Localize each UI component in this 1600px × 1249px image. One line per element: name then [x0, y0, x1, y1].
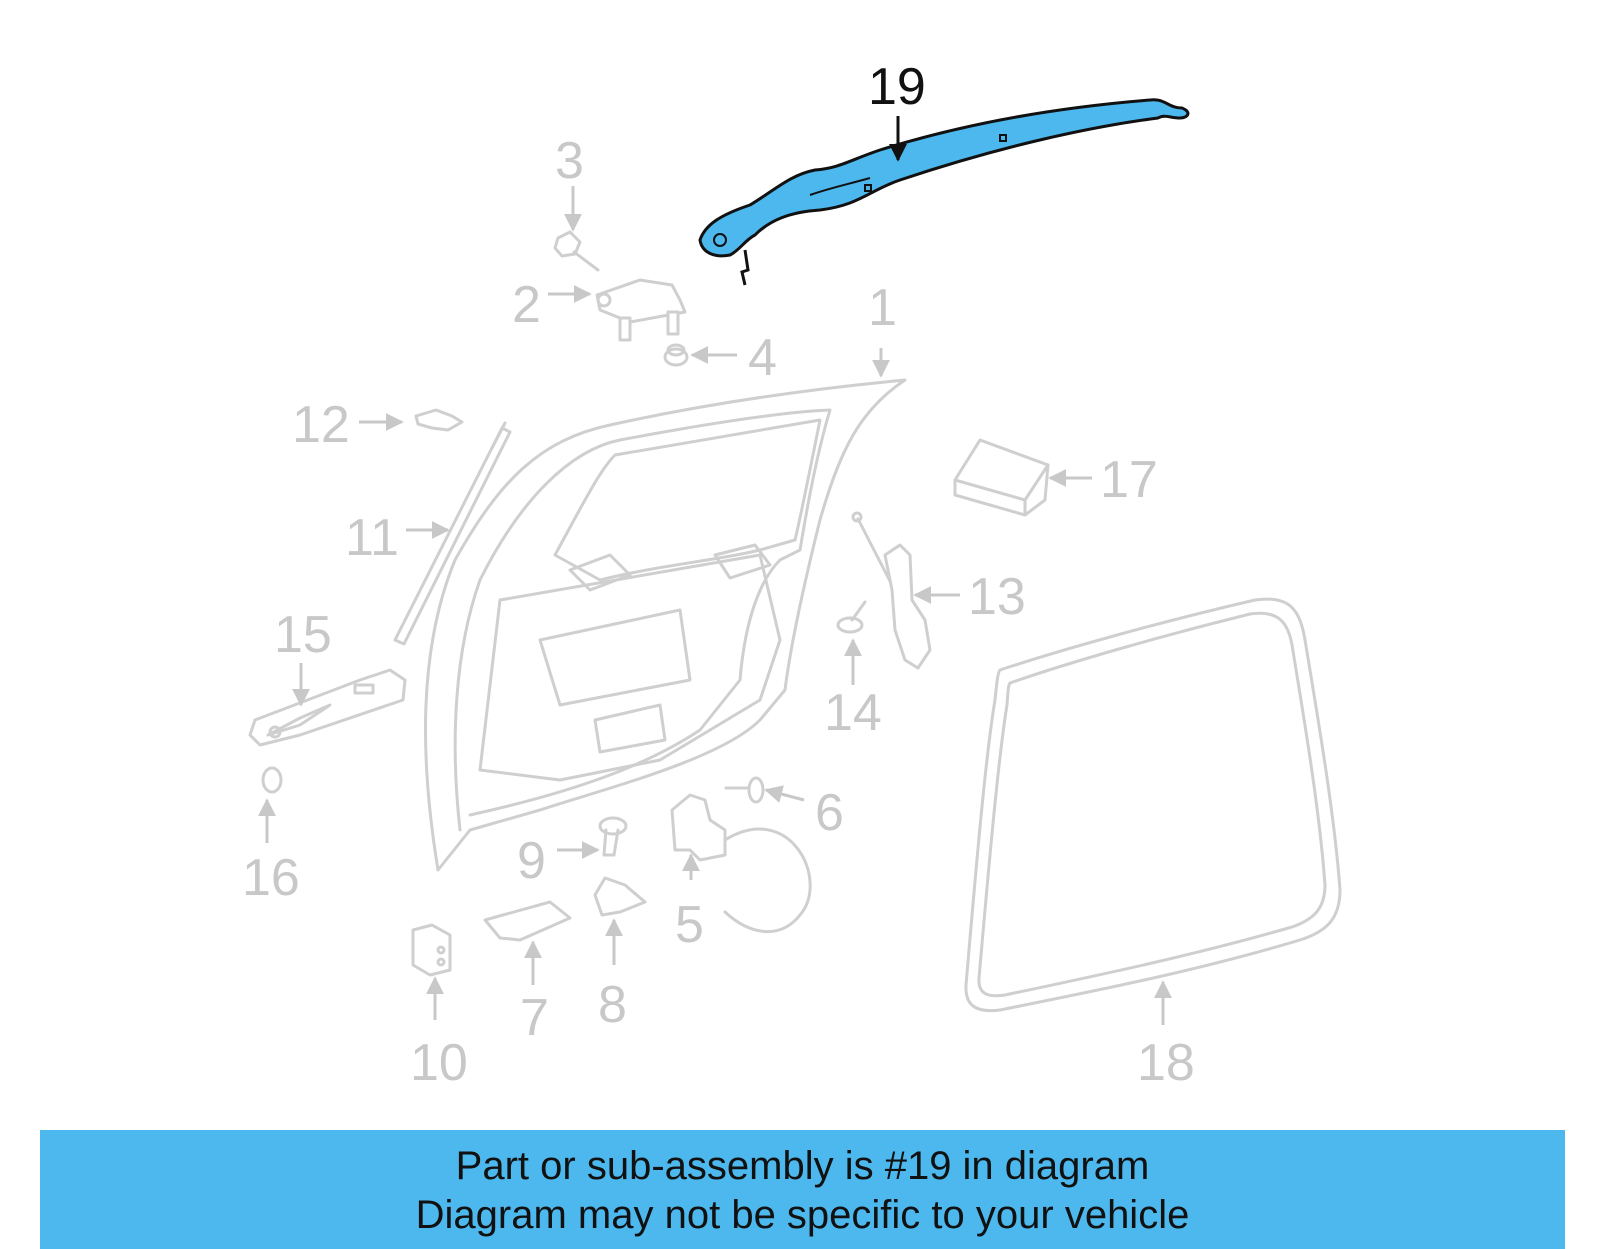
callout-13: 13 [968, 568, 1026, 626]
part-4-nut [663, 343, 689, 367]
part-3-bolt [553, 230, 600, 272]
part-1-back-door [424, 378, 907, 872]
arrow-6 [764, 785, 805, 803]
part-14-pin [836, 600, 867, 634]
part-11-support-strut [393, 421, 512, 646]
leader-arrows [258, 116, 1172, 1025]
callout-17: 17 [1100, 451, 1158, 509]
callout-11: 11 [345, 509, 399, 567]
part-12-ball-stud [414, 408, 464, 432]
part-10-switch [411, 923, 452, 977]
part-17-module [953, 438, 1050, 517]
part-15-handle [248, 668, 407, 747]
part-9-clip [598, 816, 628, 857]
part-18-weatherstrip [964, 597, 1342, 1013]
callout-15: 15 [274, 606, 332, 664]
callout-2: 2 [512, 276, 541, 334]
callout-18: 18 [1137, 1034, 1195, 1092]
part-8-striker [593, 876, 647, 917]
callout-labels: 1 2 3 4 5 6 7 8 9 10 11 12 13 14 15 16 1… [242, 58, 1195, 1092]
part-16-grommet [261, 766, 283, 794]
callout-10: 10 [410, 1034, 468, 1092]
callout-16: 16 [242, 849, 300, 907]
callout-3: 3 [555, 132, 584, 190]
callout-9: 9 [517, 832, 546, 890]
callout-12: 12 [292, 396, 350, 454]
part-13-lock-actuator [851, 511, 932, 670]
callout-7: 7 [520, 989, 549, 1047]
part-7-plate [483, 900, 572, 942]
callout-14: 14 [824, 684, 882, 742]
info-banner: Part or sub-assembly is #19 in diagram D… [40, 1130, 1565, 1249]
callout-4: 4 [748, 329, 777, 387]
callout-8: 8 [598, 976, 627, 1034]
callout-6: 6 [815, 784, 844, 842]
callout-5: 5 [675, 896, 704, 954]
banner-line-2: Diagram may not be specific to your vehi… [415, 1193, 1190, 1237]
part-5-lock-cable [670, 793, 812, 933]
part-6-screw [724, 776, 765, 804]
part-19-highlighted-rail [698, 98, 1190, 286]
banner-line-1: Part or sub-assembly is #19 in diagram [455, 1144, 1150, 1188]
callout-1: 1 [868, 279, 897, 337]
parts-diagram: 1 2 3 4 5 6 7 8 9 10 11 12 13 14 15 16 1… [242, 58, 1342, 1092]
part-2-hinge [595, 278, 687, 342]
callout-19: 19 [868, 58, 926, 116]
